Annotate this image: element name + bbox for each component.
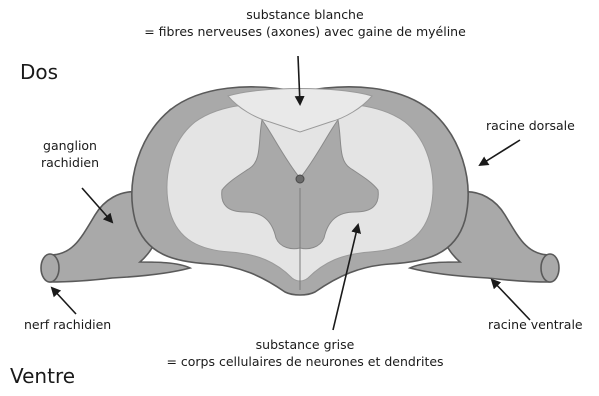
ganglion-label: ganglion rachidien bbox=[20, 137, 120, 171]
white-matter-title: substance blanche bbox=[110, 6, 500, 23]
grey-matter-detail: = corps cellulaires de neurones et dendr… bbox=[120, 353, 490, 370]
dorsal-root-label: racine dorsale bbox=[486, 117, 575, 134]
left-nerve-cap bbox=[41, 254, 59, 282]
arrow-spinal-nerve bbox=[52, 288, 76, 314]
ganglion-line2: rachidien bbox=[20, 154, 120, 171]
spinal-nerve-label: nerf rachidien bbox=[24, 316, 111, 333]
arrow-ventral-root bbox=[492, 280, 530, 320]
right-nerve-cap bbox=[541, 254, 559, 282]
central-canal bbox=[296, 175, 304, 183]
grey-matter-label: substance grise = corps cellulaires de n… bbox=[120, 336, 490, 370]
white-matter-label: substance blanche = fibres nerveuses (ax… bbox=[110, 6, 500, 40]
white-matter-detail: = fibres nerveuses (axones) avec gaine d… bbox=[110, 23, 500, 40]
orientation-top: Dos bbox=[20, 60, 58, 84]
ventral-root-label: racine ventrale bbox=[488, 316, 583, 333]
grey-matter-title: substance grise bbox=[120, 336, 490, 353]
orientation-bottom: Ventre bbox=[10, 364, 75, 388]
ganglion-line1: ganglion bbox=[20, 137, 120, 154]
arrow-dorsal-root bbox=[480, 140, 520, 165]
